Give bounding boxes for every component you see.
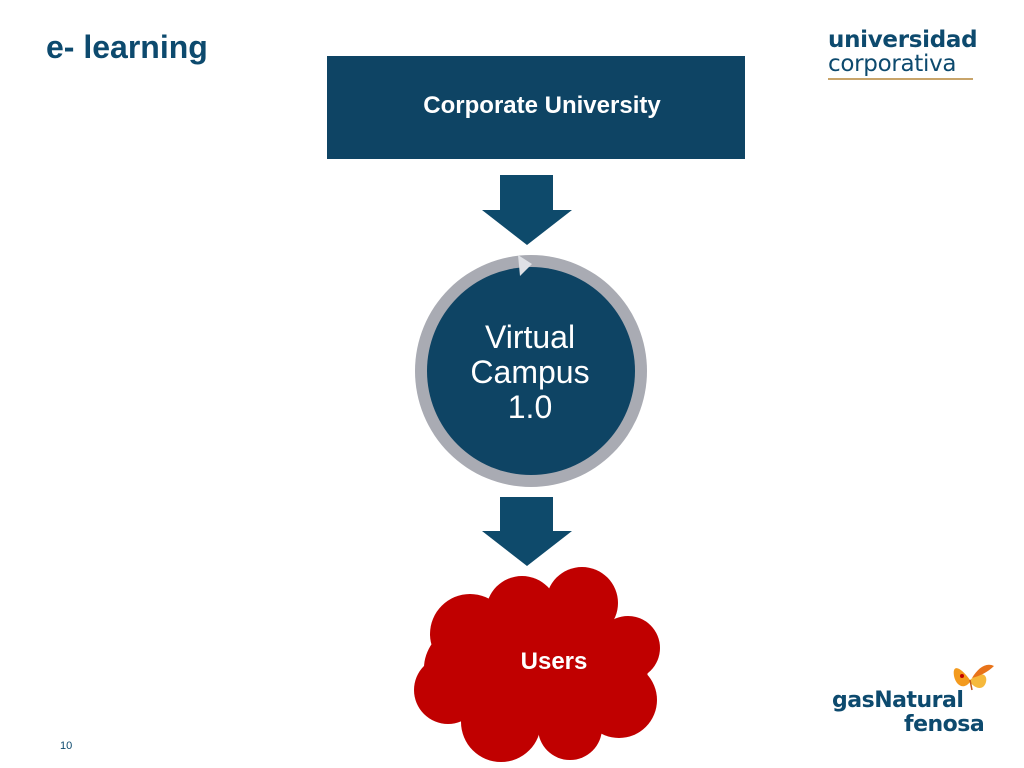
users-label: Users [520,648,588,675]
campus-label-line: 1.0 [507,389,553,425]
arrow-down-icon [482,175,572,245]
campus-label-line: Virtual [484,319,576,355]
campus-label-line: Campus [470,354,590,390]
butterfly-icon [953,664,994,691]
virtual-campus-node [415,255,647,487]
universidad-corporativa-logo: universidad corporativa [828,27,978,80]
logo-text-line2: corporativa [828,51,957,77]
cycle-arrow-icon [518,255,532,276]
logo-text-line1: universidad [828,27,978,53]
arrow-down-icon [482,497,572,566]
slide-title: e- learning [46,29,208,65]
users-cloud-node [414,567,660,762]
virtual-campus-label: Virtual Campus 1.0 [430,320,630,425]
logo-text-fenosa: fenosa [904,712,985,737]
corporate-university-box: Corporate University [327,56,745,159]
page-number: 10 [60,740,73,752]
logo-underline [828,78,973,80]
corporate-university-label: Corporate University [423,92,661,119]
circle-core [427,267,635,475]
gas-natural-fenosa-logo: gasNatural fenosa [832,660,1002,740]
logo-text-gasnatural: gasNatural [832,688,964,713]
